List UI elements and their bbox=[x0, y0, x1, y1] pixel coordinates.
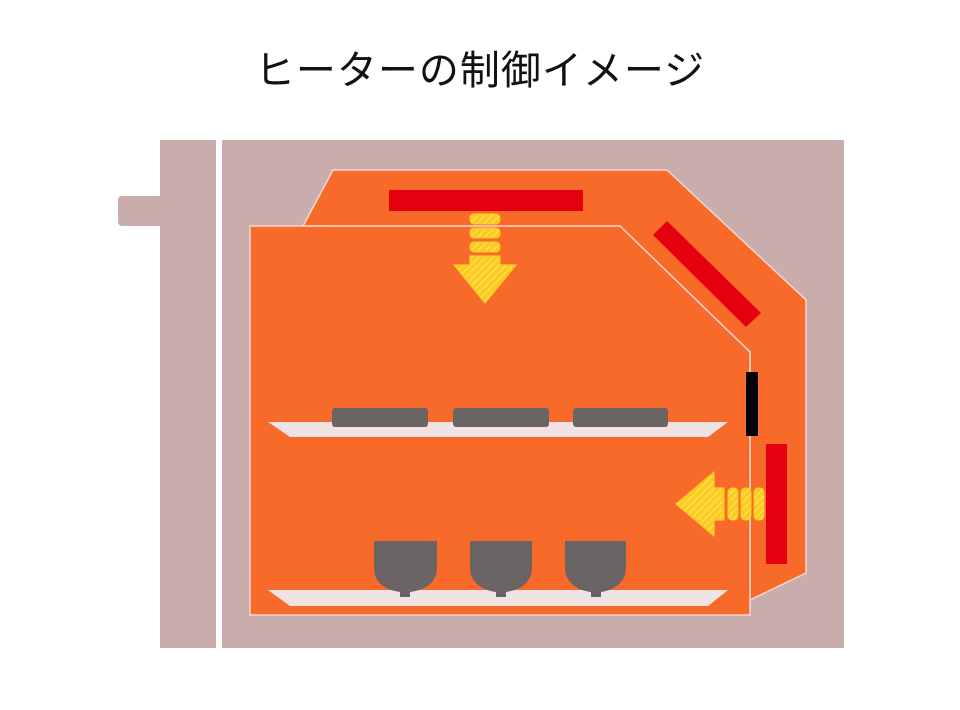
leftward-heat-arrow bbox=[675, 470, 765, 538]
heat-arrowhead bbox=[675, 470, 725, 538]
food-tray bbox=[453, 408, 549, 427]
slide-title: ヒーターの制御イメージ bbox=[254, 48, 706, 94]
food-tray bbox=[573, 408, 668, 427]
side-heater bbox=[766, 444, 787, 564]
temperature-sensor bbox=[746, 372, 758, 436]
heat-arrowhead bbox=[452, 255, 518, 304]
heat-dash bbox=[740, 487, 752, 521]
heat-dash bbox=[753, 487, 765, 521]
heat-dash bbox=[469, 213, 501, 225]
food-bowl bbox=[374, 541, 437, 597]
cabinet-handle bbox=[118, 196, 164, 226]
upper-corner-heater bbox=[653, 221, 761, 327]
food-bowl bbox=[470, 541, 532, 597]
food-tray bbox=[332, 408, 428, 427]
downward-heat-arrow bbox=[452, 213, 518, 304]
lower-shelf bbox=[268, 590, 728, 606]
lower-food-bowls bbox=[374, 541, 626, 597]
cabinet-door bbox=[160, 140, 216, 648]
food-bowl bbox=[565, 541, 626, 597]
heat-dash bbox=[469, 241, 501, 253]
heat-dash bbox=[469, 227, 501, 239]
heat-dash bbox=[727, 487, 739, 521]
upper-food-trays bbox=[332, 408, 668, 427]
top-heater bbox=[389, 190, 583, 211]
